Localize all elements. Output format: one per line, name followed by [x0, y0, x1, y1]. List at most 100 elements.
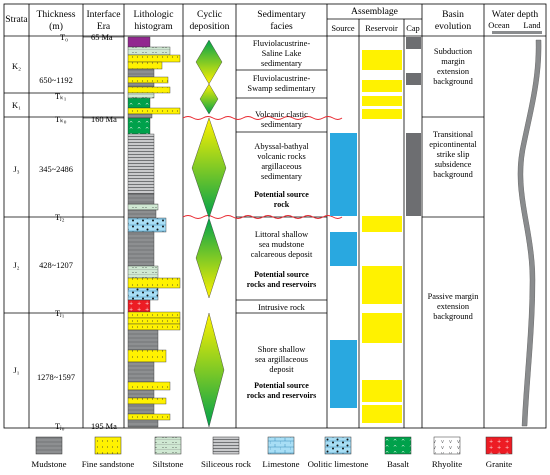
interface-tj2: Tⱼ₂ — [55, 213, 65, 222]
strata-k2: K₂ — [12, 62, 21, 71]
header-sedimentary: Sedimentary — [257, 9, 306, 20]
table-grid — [3, 3, 547, 429]
legend-swatch-siliceous — [212, 436, 240, 455]
facies-9-line-1: Shore shallow — [258, 345, 307, 354]
interface-tk0: Tₖ₀ — [55, 115, 67, 124]
legend-label-limestone: Limestone — [262, 459, 299, 469]
facies-9-line-3: deposit — [269, 365, 294, 374]
header-water-depth: Water depth — [492, 9, 539, 20]
interface-tj1: Tⱼ₁ — [55, 309, 65, 318]
facies-10-line-1: Potential source — [254, 381, 309, 390]
thickness-j1: 1278~1597 — [37, 373, 75, 382]
facies-5-line-2: rock — [274, 200, 290, 209]
era-195ma: 195 Ma — [91, 422, 117, 431]
facies-3-line-1: Volcanic clastic — [255, 110, 308, 119]
header-ocean: Ocean — [488, 21, 510, 30]
facies-6-line-3: calcareous deposit — [251, 250, 313, 259]
facies-8-line-1: Intrusive rock — [258, 303, 306, 312]
legend-label-basalt: Basalt — [387, 459, 410, 469]
header-era: Era — [97, 21, 111, 32]
legend-swatch-mudstone — [35, 436, 63, 455]
header-deposition: deposition — [190, 21, 230, 32]
interface-t0: T₀ — [60, 33, 68, 42]
legend-label-mudstone: Mudstone — [31, 459, 66, 469]
facies-7-line-2: rocks and reservoirs — [247, 280, 316, 289]
header-basin: Basin — [442, 9, 464, 20]
basin-1-line-4: background — [433, 77, 473, 86]
facies-4-line-3: argillaceous — [261, 162, 301, 171]
basin-1-line-3: extension — [437, 67, 470, 76]
interface-tk1: Tₖ₁ — [55, 92, 67, 101]
header-thickness: Thickness — [37, 9, 76, 20]
facies-6-line-2: sea mudstone — [259, 240, 305, 249]
thickness-k2: 650~1192 — [39, 76, 73, 85]
header-interface: Interface — [86, 9, 120, 20]
header-reservoir: Reservoir — [365, 24, 398, 33]
facies-6-line-1: Littoral shallow — [255, 230, 309, 239]
strata-k1: K₁ — [12, 101, 21, 110]
facies-1-line-2: Saline Lake — [262, 49, 302, 58]
era-65ma: 65 Ma — [91, 33, 113, 42]
legend-label-granite: Granite — [486, 459, 512, 469]
facies-10-line-2: rocks and reservoirs — [247, 391, 316, 400]
strata-labels: K₂ 650~1192 K₁ J₃ 345~2486 J₂ 428~1207 J… — [12, 62, 75, 382]
legend-label-rhyolite: Rhyolite — [432, 459, 462, 469]
header-strata: Strata — [5, 14, 28, 25]
header-evolution: evolution — [435, 21, 471, 32]
sedimentary-facies: Fluviolacustrine- Saline Lake sedimentar… — [247, 39, 317, 400]
thickness-j2: 428~1207 — [39, 261, 73, 270]
legend-label-siliceous: Siliceous rock — [201, 459, 252, 469]
facies-7-line-1: Potential source — [254, 270, 309, 279]
column-headers: Strata Thickness (m) Interface Era Litho… — [5, 6, 541, 33]
basin-2-line-2: epicontinental — [429, 140, 477, 149]
facies-1-line-3: sedimentary — [261, 59, 303, 68]
unconformity-line-tk0 — [182, 116, 343, 120]
legend: Mudstone Fine sandstone Siltstone Silice… — [31, 436, 513, 469]
legend-swatch-oolitic — [324, 436, 352, 455]
basin-2-line-1: Transitional — [433, 130, 474, 139]
water-depth-curve — [492, 31, 542, 427]
thickness-j3: 345~2486 — [39, 165, 73, 174]
header-cap: Cap — [406, 24, 420, 33]
header-source: Source — [331, 24, 355, 33]
interface-labels: T₀ 65 Ma Tₖ₁ Tₖ₀ 160 Ma Tⱼ₂ Tⱼ₁ Tⱼ₀ 195 … — [55, 33, 124, 431]
basin-2-line-3: strike slip — [437, 150, 470, 159]
legend-swatch-rhyolite — [433, 436, 461, 455]
basin-2-line-4: subsidence — [435, 160, 472, 169]
basin-2-line-5: background — [433, 170, 473, 179]
facies-4-line-4: sedimentary — [261, 172, 303, 181]
legend-swatch-siltstone — [154, 436, 182, 455]
header-land: Land — [523, 21, 541, 30]
basin-3-line-2: extension — [437, 302, 470, 311]
basin-1-line-1: Subduction — [434, 47, 473, 56]
basin-evolution: Subduction margin extension background T… — [428, 47, 480, 321]
facies-4-line-1: Abyssal-bathyal — [254, 142, 309, 151]
legend-swatch-sandstone — [94, 436, 122, 455]
legend-swatch-granite — [485, 436, 513, 455]
era-160ma: 160 Ma — [91, 115, 117, 124]
header-thickness-unit: (m) — [49, 21, 63, 32]
header-cyclic: Cyclic — [197, 9, 222, 20]
legend-label-oolitic: Oolitic limestone — [308, 459, 369, 469]
basin-1-line-2: margin — [441, 57, 465, 66]
header-lithologic: Lithologic — [134, 9, 174, 20]
facies-2-line-1: Fluviolacustrine- — [253, 74, 310, 83]
strata-j1: J₁ — [13, 366, 19, 375]
assemblage-reservoir — [362, 50, 402, 423]
facies-2-line-2: Swamp sedimentary — [247, 84, 316, 93]
lithologic-histogram — [127, 36, 181, 428]
facies-3-line-2: sedimentary — [261, 120, 303, 129]
facies-9-line-2: sea argillaceous — [255, 355, 308, 364]
strata-j2: J₂ — [13, 261, 19, 270]
cyclic-deposition — [191, 39, 227, 428]
legend-swatch-limestone — [267, 436, 295, 455]
assemblage-source — [330, 133, 357, 408]
basin-3-line-3: background — [433, 312, 473, 321]
legend-swatch-basalt — [384, 436, 412, 455]
legend-label-sandstone: Fine sandstone — [82, 459, 135, 469]
facies-4-line-2: volcanic rocks — [257, 152, 306, 161]
strata-j3: J₃ — [13, 165, 19, 174]
unconformity-line-tj2 — [182, 215, 343, 219]
assemblage-cap — [406, 37, 421, 216]
